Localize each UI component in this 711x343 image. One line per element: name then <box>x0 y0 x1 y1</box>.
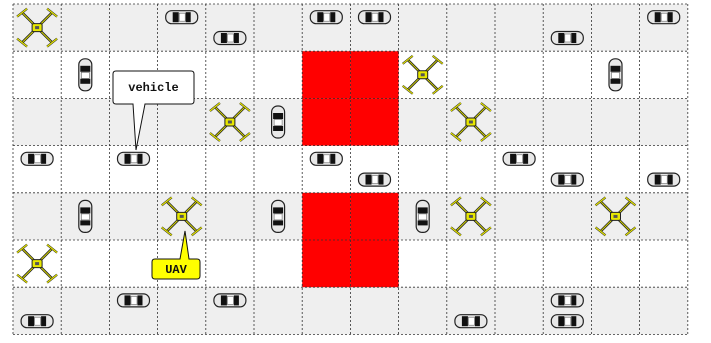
vehicle-icon <box>21 315 53 328</box>
obstacle-cell <box>302 51 350 98</box>
obstacle-cell <box>350 193 398 240</box>
vehicle-icon <box>118 152 150 165</box>
uav-callout-label: UAV <box>165 263 187 277</box>
vehicle-icon <box>503 152 535 165</box>
obstacle-cell <box>302 193 350 240</box>
vehicle-icon <box>359 173 391 186</box>
obstacle-cell <box>302 98 350 145</box>
vehicle-icon <box>551 294 583 307</box>
vehicle-icon <box>272 106 285 138</box>
vehicle-icon <box>118 294 150 307</box>
vehicle-icon <box>310 152 342 165</box>
vehicle-icon <box>166 11 198 24</box>
vehicle-icon <box>551 315 583 328</box>
vehicle-icon <box>214 294 246 307</box>
obstacle-cell <box>350 98 398 145</box>
vehicle-icon <box>310 11 342 24</box>
obstacle-cell <box>350 240 398 287</box>
vehicle-icon <box>648 173 680 186</box>
vehicle-icon <box>214 32 246 45</box>
vehicle-icon <box>551 173 583 186</box>
vehicle-icon <box>79 200 92 232</box>
vehicle-icon <box>455 315 487 328</box>
vehicle-icon <box>21 152 53 165</box>
vehicle-icon <box>551 32 583 45</box>
vehicle-callout-label: vehicle <box>128 81 178 95</box>
vehicle-icon <box>416 200 429 232</box>
grid-row-band <box>13 287 688 334</box>
vehicle-icon <box>79 59 92 91</box>
obstacle-cell <box>302 240 350 287</box>
vehicle-icon <box>272 200 285 232</box>
obstacle-cell <box>350 51 398 98</box>
vehicle-icon <box>359 11 391 24</box>
vehicle-icon <box>609 59 622 91</box>
vehicle-icon <box>648 11 680 24</box>
